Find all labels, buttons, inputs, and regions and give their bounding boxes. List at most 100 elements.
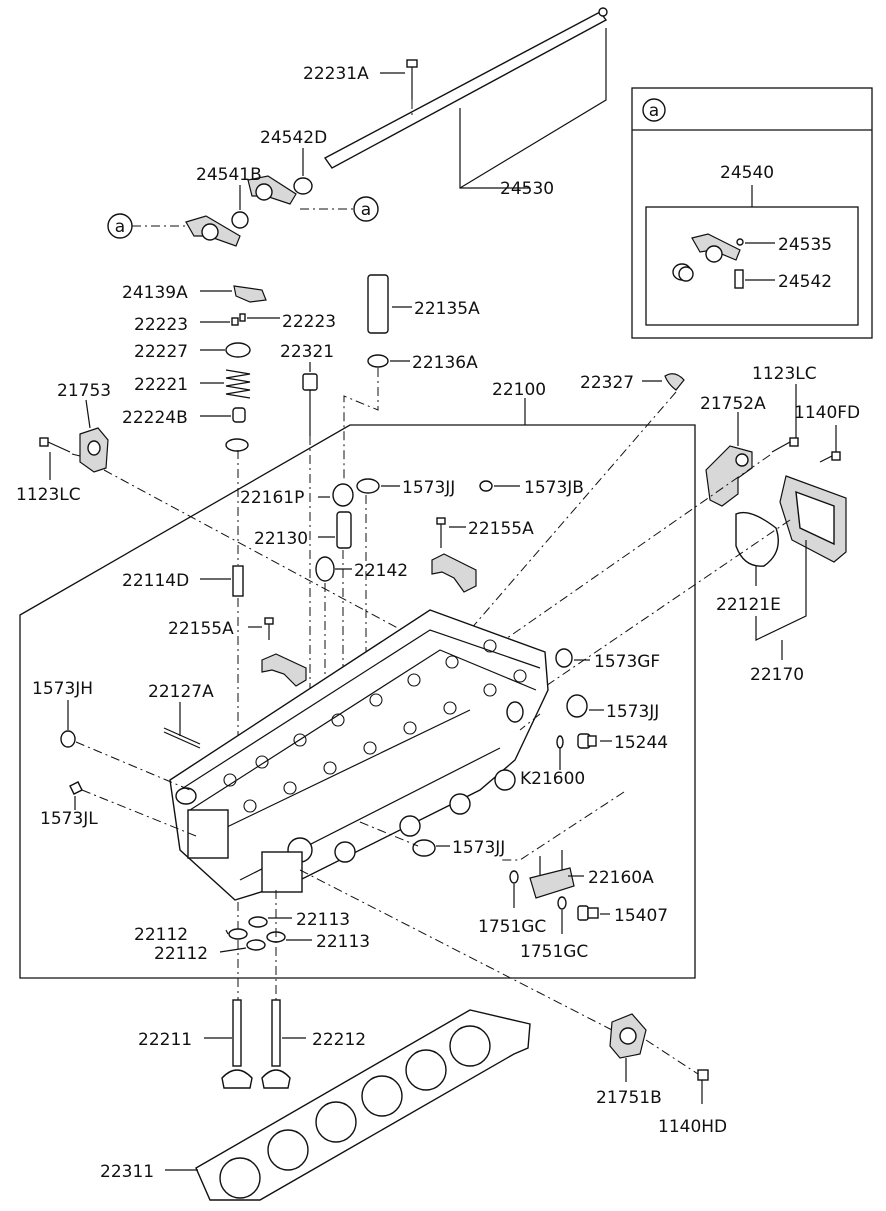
label-22112-b: 22112 — [154, 944, 208, 964]
label-1573GF: 1573GF — [594, 652, 660, 672]
plug-1573JJ-lower-icon — [412, 839, 436, 857]
svg-text:a: a — [649, 101, 659, 121]
label-1573JJ-top: 1573JJ — [402, 478, 455, 498]
bolt-15407-icon — [577, 905, 599, 921]
plug-1573GF-icon — [555, 648, 573, 668]
label-1573JH: 1573JH — [32, 679, 93, 699]
cylinder-head-group-outline — [19, 424, 696, 979]
label-24542D: 24542D — [260, 128, 327, 148]
label-24535: 24535 — [778, 235, 832, 255]
svg-text:a: a — [361, 200, 371, 220]
label-22223-left: 22223 — [134, 315, 188, 335]
label-22155A-upper: 22155A — [468, 519, 534, 539]
callout-a-right: a — [353, 196, 379, 222]
seal-22136A-icon — [367, 354, 389, 368]
label-24530: 24530 — [500, 179, 554, 199]
label-15244: 15244 — [614, 733, 668, 753]
bolt-1140FD-icon — [819, 451, 841, 463]
plug-1573JL-icon — [69, 781, 83, 795]
label-1140FD: 1140FD — [794, 403, 860, 423]
valve-bore-row — [223, 639, 527, 813]
label-1573JJ-right: 1573JJ — [606, 702, 659, 722]
label-22223-right: 22223 — [282, 312, 336, 332]
rocker-arm-assembly-icon — [672, 233, 744, 289]
callout-a-left: a — [107, 213, 133, 239]
plug-1573JJ-right-icon — [566, 694, 588, 718]
valve-guide-22114D-icon — [232, 565, 244, 597]
seal-22224B-icon — [232, 407, 246, 423]
label-15407: 15407 — [614, 906, 668, 926]
valve-22211-icon — [221, 999, 253, 1089]
label-1573JJ-lower: 1573JJ — [452, 838, 505, 858]
bolt-1140HD-icon — [697, 1069, 709, 1081]
washer-1751GC-b-icon — [557, 896, 567, 910]
label-1123LC-left: 1123LC — [16, 485, 81, 505]
valve-22212-icon — [261, 999, 291, 1089]
plug-1573JB-icon — [479, 480, 493, 492]
label-22161P: 22161P — [240, 488, 304, 508]
label-1573JL: 1573JL — [40, 809, 98, 829]
label-22127A: 22127A — [148, 682, 214, 702]
seat-22113-a-icon — [248, 916, 268, 928]
cylinder-head-body-icon — [169, 609, 549, 901]
plug-22161P-icon — [332, 483, 354, 507]
label-22160A: 22160A — [588, 868, 654, 888]
label-1140HD: 1140HD — [658, 1117, 727, 1137]
label-22224B: 22224B — [122, 408, 188, 428]
label-22100: 22100 — [492, 380, 546, 400]
label-24542: 24542 — [778, 272, 832, 292]
label-22212: 22212 — [312, 1030, 366, 1050]
bolt-1123LC-right-icon — [771, 437, 799, 453]
valve-spring-22221-icon — [225, 369, 251, 399]
label-22211: 22211 — [138, 1030, 192, 1050]
label-22130: 22130 — [254, 529, 308, 549]
label-1573JB: 1573JB — [524, 478, 584, 498]
bolt-22155A-lower-icon — [264, 617, 274, 640]
label-22136A: 22136A — [412, 353, 478, 373]
label-22113-a: 22113 — [296, 910, 350, 930]
head-gasket-22311-icon — [195, 1009, 531, 1201]
gasket-22121E-icon — [735, 511, 779, 567]
label-22114D: 22114D — [122, 571, 189, 591]
label-24541B: 24541B — [196, 165, 262, 185]
label-22142: 22142 — [354, 561, 408, 581]
stud-22127A-icon — [163, 727, 201, 749]
label-1123LC-right: 1123LC — [752, 364, 817, 384]
label-22311: 22311 — [100, 1162, 154, 1182]
sleeve-22135A-icon — [367, 274, 389, 334]
label-22113-b: 22113 — [316, 932, 370, 952]
label-22231A: 22231A — [303, 64, 369, 84]
label-22121E: 22121E — [716, 595, 781, 615]
svg-text:a: a — [115, 217, 125, 237]
detail-a-callout-circle: a — [642, 98, 666, 122]
label-22321: 22321 — [280, 342, 334, 362]
plug-15244-icon — [577, 733, 597, 749]
rocker-arm-24541B-icon — [185, 175, 297, 247]
seat-22112-b-icon — [246, 939, 266, 951]
bolt-22321-icon — [302, 373, 318, 436]
label-K21600: K21600 — [520, 769, 585, 789]
label-21752A: 21752A — [700, 394, 766, 414]
fitting-22160A-icon — [529, 850, 575, 899]
bolt-22155A-upper-icon — [436, 517, 446, 548]
label-22170: 22170 — [750, 665, 804, 685]
plug-1573JH-icon — [60, 730, 76, 748]
label-21751B: 21751B — [596, 1088, 662, 1108]
label-22227: 22227 — [134, 342, 188, 362]
bushing-24542D-icon — [293, 177, 313, 195]
rocker-shaft-icon — [323, 7, 608, 169]
bolt-1123LC-left-icon — [39, 437, 71, 453]
label-1751GC-a: 1751GC — [478, 917, 546, 937]
plug-1573JJ-top-icon — [356, 478, 380, 494]
label-22155A-lower: 22155A — [168, 619, 234, 639]
washer-1751GC-a-icon — [509, 870, 519, 884]
label-22221: 22221 — [134, 375, 188, 395]
injector-22130-icon — [336, 511, 352, 549]
plug-22327-icon — [664, 373, 685, 391]
retainer-22227-icon — [225, 342, 251, 358]
bearing-cap-lower-icon — [261, 653, 307, 687]
label-24139A: 24139A — [122, 283, 188, 303]
label-1751GC-b: 1751GC — [520, 942, 588, 962]
bolt-22231A-icon — [406, 59, 418, 100]
